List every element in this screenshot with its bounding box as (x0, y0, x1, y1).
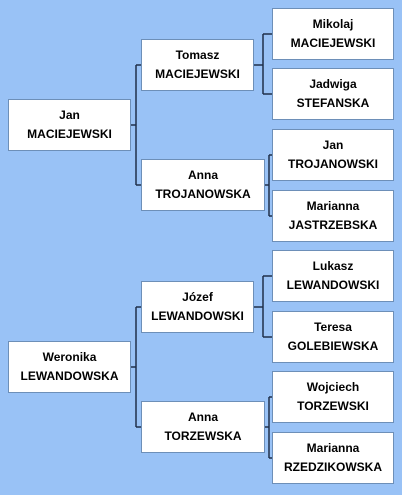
person-first-name: Jan (322, 138, 344, 152)
person-first-name: Wojciech (306, 380, 360, 394)
person-last-name: TORZEWSKI (297, 399, 369, 413)
person-last-name: LEWANDOWSKA (20, 369, 119, 383)
person-first-name: Marianna (306, 441, 360, 455)
person-first-name: Józef (182, 290, 213, 304)
person-last-name: MACIEJEWSKI (290, 36, 376, 50)
person-first-name: Jadwiga (309, 77, 357, 91)
person-first-name: Jan (59, 108, 80, 122)
person-first-name: Marianna (306, 199, 360, 213)
person-first-name: Teresa (314, 320, 352, 334)
person-last-name: TROJANOWSKI (288, 157, 378, 171)
person-last-name: LEWANDOWSKI (286, 278, 380, 292)
person-first-name: Mikolaj (312, 17, 354, 31)
person-last-name: MACIEJEWSKI (27, 127, 112, 141)
person-first-name: Weronika (42, 350, 97, 364)
person-last-name: STEFANSKA (296, 96, 370, 110)
person-last-name: RZEDZIKOWSKA (284, 460, 382, 474)
person-first-name: Tomasz (175, 48, 220, 62)
person-last-name: GOLEBIEWSKA (287, 339, 379, 353)
person-last-name: JASTRZEBSKA (288, 218, 378, 232)
person-last-name: TORZEWSKA (164, 429, 242, 443)
person-first-name: Anna (188, 410, 218, 424)
person-last-name: MACIEJEWSKI (155, 67, 240, 81)
person-last-name: LEWANDOWSKI (151, 309, 244, 323)
person-first-name: Lukasz (312, 259, 354, 273)
person-last-name: TROJANOWSKA (155, 187, 251, 201)
person-first-name: Anna (188, 168, 218, 182)
